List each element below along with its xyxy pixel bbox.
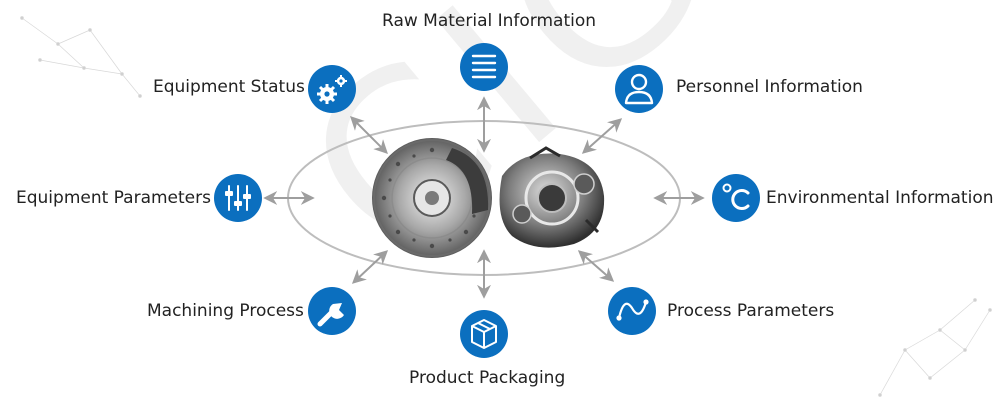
decorative-network-bottom-right <box>878 298 992 397</box>
document-list-icon <box>460 43 508 91</box>
arrow-process-parameters <box>577 250 615 282</box>
label-product-packaging: Product Packaging <box>409 368 566 388</box>
label-environmental: Environmental Information <box>766 188 994 208</box>
label-raw-material: Raw Material Information <box>382 11 597 31</box>
label-machining-process: Machining Process <box>147 301 304 321</box>
gears-icon <box>308 65 356 113</box>
label-personnel: Personnel Information <box>676 77 863 97</box>
label-equipment-parameters: Equipment Parameters <box>16 188 211 208</box>
label-process-parameters: Process Parameters <box>667 301 835 321</box>
decorative-network-top-left <box>20 16 142 98</box>
arrow-personnel <box>581 118 623 154</box>
label-equipment-status: Equipment Status <box>153 77 305 97</box>
arrow-equipment-status <box>350 116 388 154</box>
transmission-image <box>499 146 605 248</box>
wrench-icon <box>308 287 356 335</box>
brake-disc-image <box>372 138 492 258</box>
sliders-icon <box>214 174 262 222</box>
celsius-icon <box>712 174 760 222</box>
curve-icon <box>608 287 656 335</box>
box-icon <box>460 310 508 358</box>
person-icon <box>615 65 663 113</box>
arrow-machining-process <box>351 250 389 284</box>
